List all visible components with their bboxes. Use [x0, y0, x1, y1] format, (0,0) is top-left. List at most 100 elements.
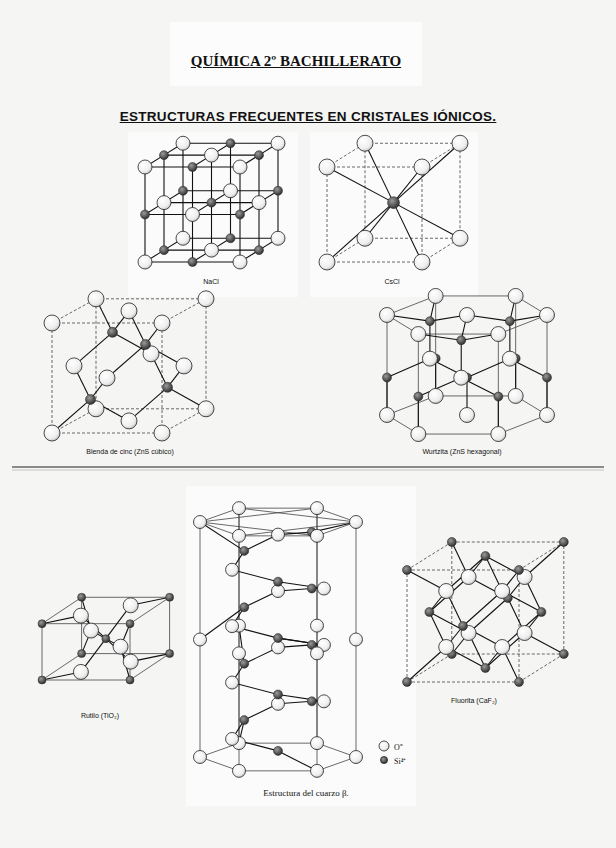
anion-sphere: [176, 136, 190, 150]
cation-sphere: [425, 317, 434, 326]
cation-sphere: [207, 198, 216, 207]
cell-edge: [515, 296, 516, 396]
anion-sphere: [194, 516, 207, 529]
cell-edge: [96, 408, 206, 409]
cation-sphere: [383, 373, 392, 382]
section-heading: ESTRUCTURAS FRECUENTES EN CRISTALES IÓNI…: [120, 109, 497, 125]
anion-sphere: [380, 408, 395, 423]
anion-sphere: [491, 327, 506, 342]
anion-sphere: [540, 408, 555, 423]
bond-line: [232, 683, 278, 695]
cell-edge: [387, 315, 388, 415]
cation-sphere: [126, 676, 134, 684]
bond-line: [278, 638, 324, 645]
cell-edge: [200, 508, 317, 522]
anion-sphere: [224, 184, 238, 198]
cell-edge: [96, 298, 206, 299]
cell-edge: [407, 682, 519, 683]
anion-sphere: [176, 358, 192, 374]
divider-line: [12, 470, 604, 471]
anion-sphere: [84, 623, 99, 638]
cell-edge: [52, 323, 53, 433]
anion-sphere: [414, 254, 430, 270]
cell-edge: [519, 654, 564, 682]
cation-sphere: [38, 620, 46, 628]
cation-sphere: [141, 210, 150, 219]
cation-sphere: [515, 566, 524, 575]
cell-edge: [436, 295, 516, 296]
cation-sphere: [274, 746, 283, 755]
anion-sphere: [252, 196, 266, 210]
divider-line: [12, 466, 604, 468]
bond-line: [327, 167, 394, 203]
cell-edge: [547, 315, 548, 415]
anion-sphere: [428, 388, 443, 403]
cation-sphere: [274, 186, 283, 195]
anion-sphere: [233, 255, 247, 269]
legend-item: Si⁴⁺: [378, 754, 406, 766]
cation-sphere: [166, 593, 174, 601]
page-title: QUÍMICA 2º BACHILLERATO: [191, 53, 401, 70]
anion-sphere: [311, 737, 324, 750]
anion-sphere: [113, 639, 128, 654]
cation-sphere: [240, 659, 249, 668]
wurtzite-structure: [380, 288, 555, 441]
cell-edge: [327, 262, 422, 263]
bond-line: [278, 638, 324, 645]
cell-edge: [407, 654, 452, 682]
anion-sphere: [319, 254, 335, 270]
cation-sphere: [179, 186, 188, 195]
legend-sample: [378, 754, 390, 766]
figure-panel: [128, 132, 298, 297]
cation-sphere: [559, 650, 568, 659]
anion-sphere: [226, 676, 239, 689]
anion-sphere: [198, 291, 214, 307]
cell-edge: [82, 597, 170, 598]
bond-line: [429, 612, 468, 633]
anion-sphere: [454, 370, 469, 385]
bond-line: [485, 556, 524, 577]
cell-edge: [239, 508, 317, 509]
cation-sphere: [403, 678, 412, 687]
cell-edge: [42, 624, 43, 680]
cation-sphere: [38, 676, 46, 684]
cation-sphere: [481, 664, 490, 673]
bond-line: [278, 582, 324, 589]
cell-edge: [327, 167, 328, 262]
legend-atom: [379, 741, 389, 751]
anion-sphere: [157, 196, 171, 210]
anion-sphere: [154, 425, 170, 441]
bond-line: [232, 570, 278, 582]
cation-sphere: [388, 197, 400, 209]
bond-line: [394, 143, 461, 202]
anion-sphere: [123, 654, 138, 669]
anion-sphere: [495, 640, 510, 655]
cation-sphere: [102, 635, 110, 643]
anion-sphere: [411, 427, 426, 442]
anion-sphere: [205, 148, 219, 162]
bond-line: [327, 203, 394, 262]
cell-edge: [498, 334, 499, 434]
anion-sphere: [121, 303, 137, 319]
cation-sphere: [457, 336, 466, 345]
cell-edge: [451, 542, 452, 654]
cation-sphere: [255, 151, 264, 160]
cation-sphere: [559, 538, 568, 547]
anion-sphere: [357, 135, 373, 151]
anion-sphere: [88, 291, 104, 307]
beta-quartz-structure: [194, 502, 363, 778]
figure-caption: CsCl: [384, 278, 399, 286]
cation-sphere: [543, 373, 552, 382]
figure-caption: Rutilo (TiO₂): [81, 712, 119, 720]
cell-edge: [52, 433, 162, 434]
cation-sphere: [236, 210, 245, 219]
anion-sphere: [44, 315, 60, 331]
anion-sphere: [350, 516, 363, 529]
anion-sphere: [422, 351, 437, 366]
cell-edge: [365, 143, 460, 144]
bond-line: [394, 203, 423, 262]
cell-edge: [239, 770, 317, 771]
figure-caption: Blenda de cinc (ZnS cúbico): [86, 448, 174, 456]
bond-line: [278, 695, 324, 702]
